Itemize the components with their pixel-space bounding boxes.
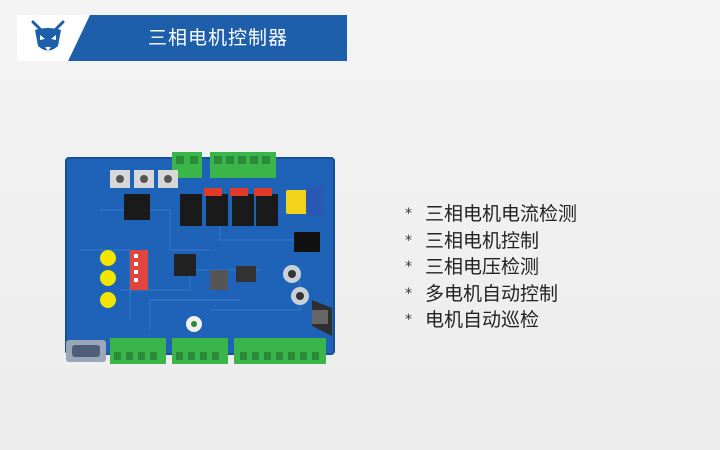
- bullet-marker: *: [405, 285, 412, 302]
- feature-text: 三相电压检测: [425, 256, 540, 278]
- bullet-marker: *: [405, 232, 412, 249]
- bullet-marker: *: [405, 259, 412, 275]
- feature-text: 三相电机电流检测: [425, 203, 578, 225]
- feature-item: * 三相电压检测: [405, 254, 577, 281]
- logo-container: [17, 15, 90, 61]
- page-title: 三相电机控制器: [147, 27, 288, 49]
- feature-list: * 三相电机电流检测 * 三相电机控制 * 三相电压检测 * 多电机自动控制 * 电机自动…: [405, 201, 577, 334]
- header-banner: 三相电机控制器: [17, 15, 347, 61]
- circuit-board-icon: [65, 152, 335, 364]
- feature-text: 电机自动巡检: [425, 309, 540, 331]
- feature-text: 多电机自动控制: [425, 282, 559, 305]
- bullet-marker: *: [405, 206, 412, 222]
- feature-text: 三相电机控制: [425, 229, 540, 252]
- bullet-marker: *: [405, 312, 412, 328]
- feature-item: * 三相电机控制: [405, 228, 577, 255]
- ant-head-logo-icon: [31, 20, 65, 51]
- feature-item: * 电机自动巡检: [405, 307, 577, 334]
- feature-item: * 三相电机电流检测: [405, 201, 577, 228]
- feature-item: * 多电机自动控制: [405, 281, 577, 308]
